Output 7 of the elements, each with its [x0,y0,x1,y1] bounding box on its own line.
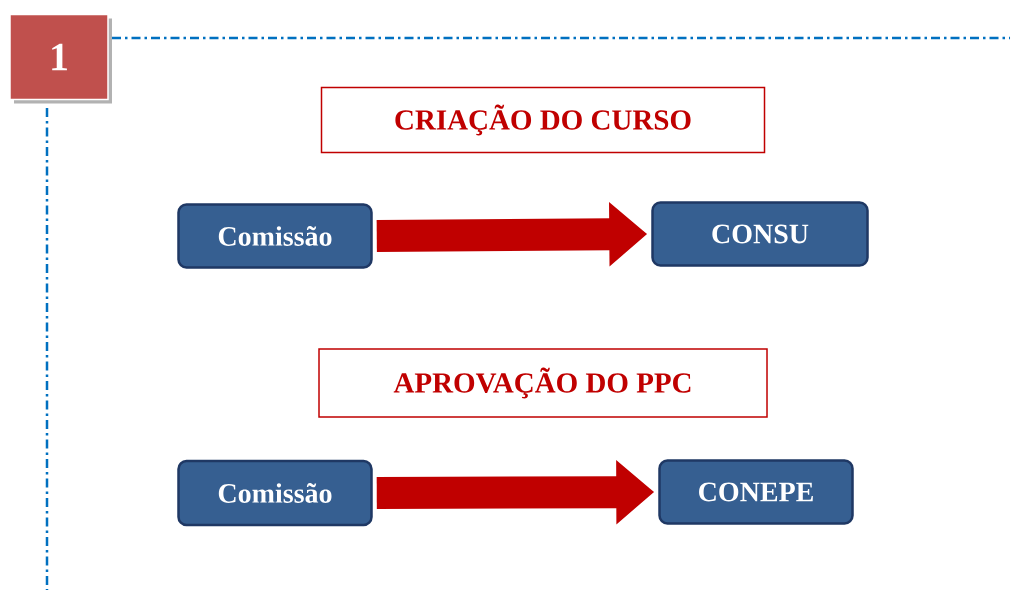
process-box: Comissão [177,459,373,527]
heading-box: APROVAÇÃO DO PPC [318,348,768,418]
process-box: Comissão [177,203,373,269]
number-badge: 1 [9,13,112,104]
heading-box: CRIAÇÃO DO CURSO [320,86,766,154]
process-box: CONSU [651,201,869,267]
process-box: CONEPE [658,459,854,525]
